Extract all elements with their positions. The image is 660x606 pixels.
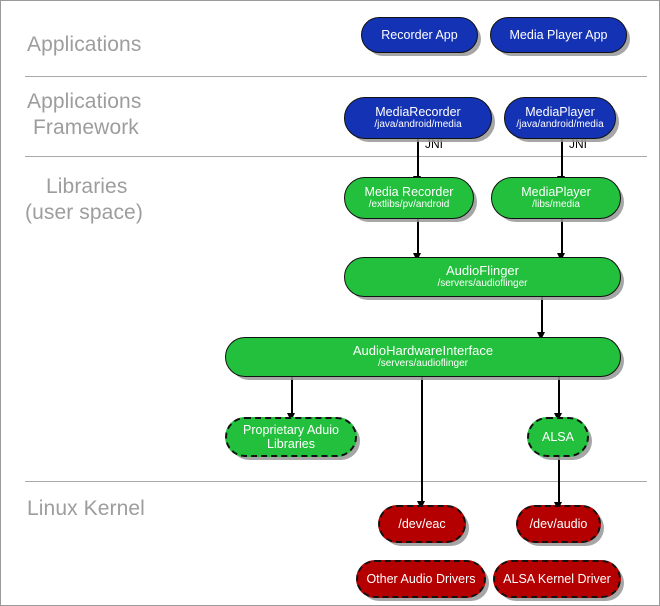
connector-audioflinger-audiohardwareinterface-arrow	[537, 332, 545, 340]
jni-label-right: JNI	[569, 137, 587, 151]
node-mediaplayer-framework-path: /java/android/media	[516, 119, 604, 130]
node-audioflinger-title: AudioFlinger	[446, 263, 519, 278]
divider-framework	[25, 156, 647, 157]
node-audio-hardware-interface[interactable]: AudioHardwareInterface /servers/audiofli…	[225, 337, 621, 377]
connector-audiohw-proprietary	[291, 377, 293, 416]
node-mediaplayer-library-path: /libs/media	[532, 199, 580, 210]
node-media-recorder-library-title: Media Recorder	[364, 185, 454, 199]
node-other-audio-drivers[interactable]: Other Audio Drivers	[356, 560, 486, 598]
node-mediaplayer-framework[interactable]: MediaPlayer /java/android/media	[504, 97, 616, 139]
node-audio-hardware-interface-path: /servers/audioflinger	[377, 358, 469, 369]
node-other-audio-drivers-title: Other Audio Drivers	[366, 572, 476, 586]
layer-label-libraries-line1: Libraries	[46, 175, 128, 198]
node-alsa[interactable]: ALSA	[527, 417, 589, 457]
node-alsa-kernel-driver-title: ALSA Kernel Driver	[503, 572, 611, 586]
layer-label-applications: Applications	[27, 33, 142, 56]
connector-mediaplayer-jni	[561, 139, 563, 179]
node-media-player-app[interactable]: Media Player App	[490, 17, 627, 53]
node-proprietary-audio-libraries-subtitle: Libraries	[267, 437, 315, 451]
connector-mediarecorderlib-audioflinger	[417, 219, 419, 257]
connector-audiohw-alsa	[558, 377, 560, 416]
connector-audioflinger-audiohardwareinterface	[541, 297, 543, 335]
node-dev-eac-title: /dev/eac	[398, 517, 446, 531]
node-dev-audio[interactable]: /dev/audio	[516, 505, 601, 543]
connector-mediarecorder-jni	[417, 139, 419, 179]
node-recorder-app-title: Recorder App	[381, 28, 458, 42]
divider-linux-kernel	[25, 481, 647, 482]
connector-alsa-devaudio	[558, 457, 560, 506]
node-mediarecorder-framework-title: MediaRecorder	[375, 105, 461, 119]
connector-mediaplayerlib-audioflinger	[561, 219, 563, 257]
node-proprietary-audio-libraries[interactable]: Proprietary Aduio Libraries	[225, 417, 357, 457]
divider-applications	[25, 76, 647, 77]
node-audioflinger[interactable]: AudioFlinger /servers/audioflinger	[344, 257, 621, 297]
node-dev-audio-title: /dev/audio	[529, 517, 588, 531]
node-alsa-title: ALSA	[542, 430, 574, 444]
layer-label-applications-framework-line2: Framework	[33, 116, 139, 139]
node-media-player-app-title: Media Player App	[509, 28, 608, 42]
node-mediarecorder-framework-path: /java/android/media	[374, 119, 462, 130]
layer-label-linux-kernel: Linux Kernel	[27, 497, 145, 520]
node-audioflinger-path: /servers/audioflinger	[437, 278, 528, 289]
node-media-recorder-library[interactable]: Media Recorder /extlibs/pv/android	[344, 177, 474, 219]
node-dev-eac[interactable]: /dev/eac	[378, 505, 466, 543]
node-alsa-kernel-driver[interactable]: ALSA Kernel Driver	[493, 560, 621, 598]
connector-audiohw-deveac	[421, 377, 423, 505]
node-mediaplayer-library-title: MediaPlayer	[521, 185, 591, 199]
node-mediaplayer-framework-title: MediaPlayer	[525, 105, 595, 119]
jni-label-left: JNI	[425, 137, 443, 151]
node-proprietary-audio-libraries-title: Proprietary Aduio	[243, 423, 339, 437]
node-media-recorder-library-path: /extlibs/pv/android	[368, 199, 450, 210]
node-audio-hardware-interface-title: AudioHardwareInterface	[352, 343, 494, 358]
node-mediarecorder-framework[interactable]: MediaRecorder /java/android/media	[344, 97, 492, 139]
node-mediaplayer-library[interactable]: MediaPlayer /libs/media	[491, 177, 621, 219]
node-recorder-app[interactable]: Recorder App	[361, 17, 478, 53]
layer-label-libraries-line2: (user space)	[25, 201, 143, 224]
layer-label-applications-framework-line1: Applications	[27, 90, 142, 113]
